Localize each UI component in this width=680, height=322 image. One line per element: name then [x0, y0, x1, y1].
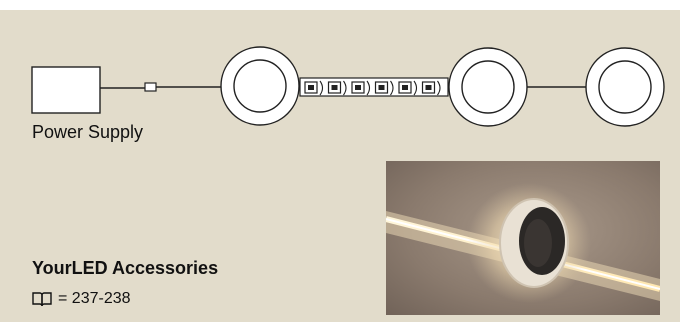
- wiring-diagram: [0, 10, 680, 170]
- product-photo: [386, 161, 660, 315]
- led-strip: [300, 78, 448, 96]
- page-range: = 237-238: [58, 290, 131, 308]
- accessories-title: YourLED Accessories: [32, 258, 218, 279]
- downlight: [449, 48, 527, 126]
- power-supply-label: Power Supply: [32, 122, 143, 143]
- power-supply-box: [32, 67, 100, 113]
- downlight: [586, 48, 664, 126]
- catalog-reference: = 237-238: [32, 290, 131, 308]
- downlight: [221, 47, 299, 125]
- book-icon: [32, 291, 52, 307]
- connector-plug: [145, 83, 156, 91]
